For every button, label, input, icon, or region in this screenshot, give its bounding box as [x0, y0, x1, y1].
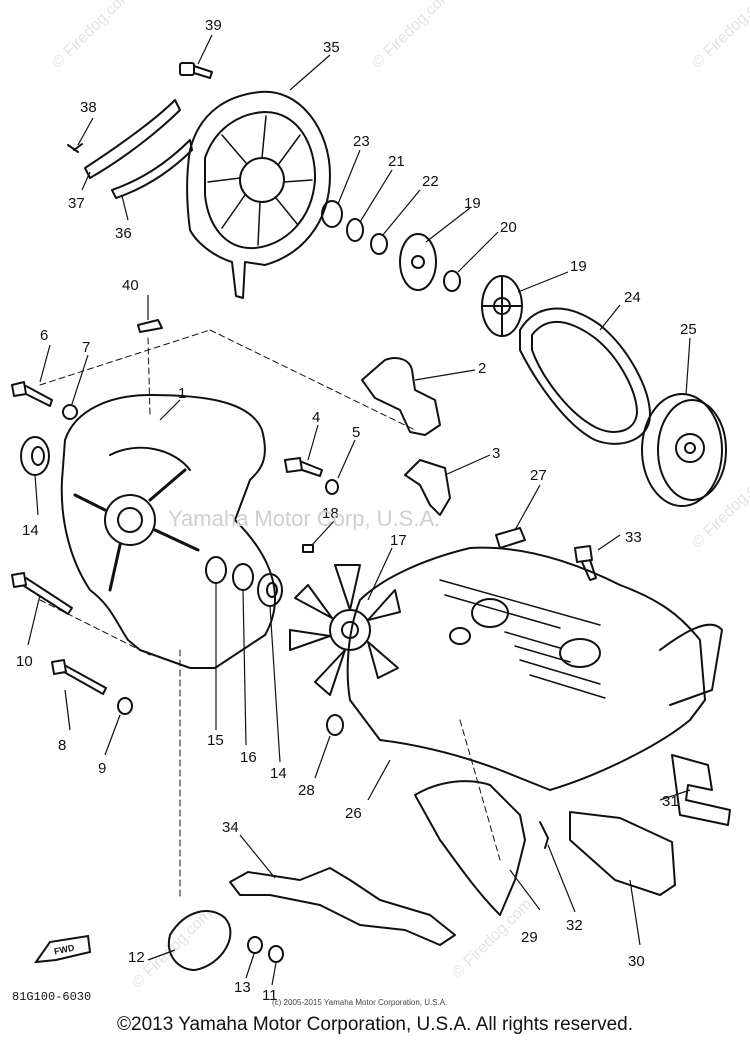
overlay-watermark: Yamaha Motor Corp, U.S.A.	[168, 506, 440, 531]
part-label: 36	[115, 225, 132, 242]
part-label: 13	[234, 979, 251, 996]
diagram-code: 81G100-6030	[12, 990, 92, 1004]
part-label: 5	[352, 424, 360, 441]
pulley-25	[641, 393, 727, 507]
part-label: 38	[80, 99, 97, 116]
bolt-6	[11, 381, 53, 407]
part-label: 37	[68, 195, 85, 212]
part-label: 19	[570, 258, 587, 275]
part-label: 28	[298, 782, 315, 799]
part-label: 11	[262, 987, 278, 1004]
part-label: 14	[270, 765, 287, 782]
label-27	[495, 527, 526, 549]
washer-22	[370, 233, 388, 255]
fwd-label: FWD	[53, 942, 76, 956]
part-label: 31	[662, 793, 679, 810]
band-36	[111, 139, 193, 199]
bearing-14a	[20, 436, 50, 476]
screw-38	[67, 143, 83, 153]
part-label: 18	[322, 505, 339, 522]
fan-housing-1	[60, 394, 276, 669]
part-label: 34	[222, 819, 239, 836]
part-label: 27	[530, 467, 547, 484]
part-label: 29	[521, 929, 538, 946]
nut-5	[325, 479, 339, 495]
part-label: 30	[628, 953, 645, 970]
part-label: 4	[312, 409, 320, 426]
part-label: 7	[82, 339, 90, 356]
washer-20	[443, 270, 461, 292]
bracket-3	[404, 459, 451, 516]
bolt-8	[51, 659, 107, 695]
circlip-15	[205, 556, 227, 584]
guard-34	[229, 867, 456, 946]
part-label: 8	[58, 737, 66, 754]
part-label: 2	[478, 360, 486, 377]
bar-31	[671, 754, 731, 826]
washer-7	[62, 404, 78, 420]
part-label: 17	[390, 532, 407, 549]
grommet-28	[326, 714, 344, 736]
sheave-19b	[481, 275, 523, 337]
part-label: 20	[500, 219, 517, 236]
bolt-10	[11, 572, 73, 615]
sheave-19	[399, 233, 437, 291]
key-18	[302, 544, 314, 553]
nut-9	[117, 697, 133, 715]
part-label: 33	[625, 529, 642, 546]
part-label: 14	[22, 522, 39, 539]
bolt-4	[284, 457, 323, 477]
bolt-33	[574, 545, 597, 581]
cover-2	[361, 357, 441, 436]
part-label: 12	[128, 949, 145, 966]
part-label: 39	[205, 17, 222, 34]
clip-32	[539, 821, 549, 849]
shroud-26	[346, 546, 723, 791]
part-label: 35	[323, 39, 340, 56]
bearing-14b	[257, 573, 283, 607]
bolt-39	[179, 62, 213, 79]
part-label: 16	[240, 749, 257, 766]
band-37	[84, 99, 181, 179]
part-label: 19	[464, 195, 481, 212]
part-label: 9	[98, 760, 106, 777]
fwd-arrow-icon: FWD	[33, 934, 92, 964]
part-label: 15	[207, 732, 224, 749]
part-label: 3	[492, 445, 500, 462]
copyright-notice: ©2013 Yamaha Motor Corporation, U.S.A. A…	[117, 1014, 633, 1035]
cap-12	[167, 910, 232, 971]
part-label: 40	[122, 277, 139, 294]
part-label: 21	[388, 153, 405, 170]
washer-13	[247, 936, 263, 954]
decal-40	[137, 319, 163, 333]
fan-cover-35	[186, 90, 331, 299]
fan-17	[289, 564, 401, 696]
part-label: 1	[178, 385, 186, 402]
washer-16	[232, 563, 254, 591]
part-label: 26	[345, 805, 362, 822]
collar-23	[321, 200, 343, 228]
belt-24	[519, 307, 651, 445]
washer-21	[346, 218, 364, 242]
flap-29	[414, 780, 526, 916]
foam-30	[569, 811, 676, 896]
part-label: 24	[624, 289, 641, 306]
part-label: 22	[422, 173, 439, 190]
part-label: 32	[566, 917, 583, 934]
part-label: 23	[353, 133, 370, 150]
small-copyright: (c) 2005-2015 Yamaha Motor Corporation, …	[272, 998, 448, 1007]
nut-11	[268, 945, 284, 963]
part-label: 6	[40, 327, 48, 344]
part-label: 10	[16, 653, 33, 670]
part-label: 25	[680, 321, 697, 338]
